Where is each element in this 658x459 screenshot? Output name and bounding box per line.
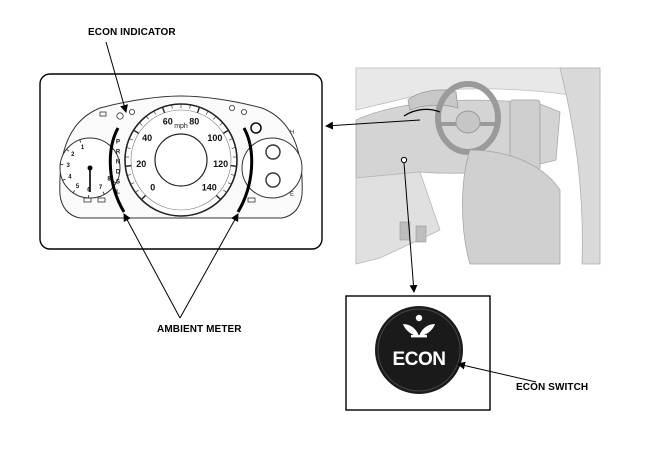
speedometer-tick-label: 100 bbox=[207, 133, 222, 143]
gear-letter: P bbox=[116, 140, 120, 146]
econ-switch-location-marker bbox=[401, 157, 406, 162]
econ-switch-label: ECON bbox=[393, 349, 446, 370]
speedometer: 0 20 40 60 80 100 120 140 mph bbox=[125, 104, 237, 216]
speedometer-tick-label: 120 bbox=[213, 159, 228, 169]
tachometer-hub bbox=[88, 166, 93, 171]
speedometer-tick-label: 0 bbox=[150, 183, 155, 193]
speedometer-center-display bbox=[155, 134, 207, 186]
pedal bbox=[416, 226, 426, 242]
fuel-gauge-knob bbox=[266, 145, 280, 159]
econ-switch-callout: ECON SWITCH bbox=[516, 382, 588, 393]
warning-lamp-ring bbox=[251, 123, 261, 133]
gear-letter: N bbox=[116, 160, 120, 166]
econ-switch-panel: ECON bbox=[346, 296, 490, 410]
speedometer-tick-label: 60 bbox=[163, 117, 173, 127]
speedometer-tick-label: 80 bbox=[189, 117, 199, 127]
gear-letter: S bbox=[116, 180, 120, 186]
gear-letter: R bbox=[116, 150, 121, 156]
vehicle-interior-illustration bbox=[356, 68, 600, 264]
gauge-mark-e: E bbox=[290, 192, 294, 198]
speedometer-major-tick bbox=[231, 166, 237, 167]
temp-gauge-knob bbox=[266, 173, 280, 187]
steering-hub bbox=[456, 111, 480, 133]
speedometer-tick-label: 40 bbox=[142, 133, 152, 143]
speedometer-tick-label: 140 bbox=[202, 183, 217, 193]
gauge-mark-h: H bbox=[290, 130, 294, 136]
ambient-meter-callout: AMBIENT METER bbox=[157, 324, 242, 335]
econ-indicator-callout: ECON INDICATOR bbox=[88, 27, 176, 38]
gear-letter: D bbox=[116, 170, 121, 176]
speedometer-major-tick bbox=[125, 166, 131, 167]
speedometer-unit: mph bbox=[174, 123, 188, 130]
speedometer-tick-label: 20 bbox=[136, 159, 146, 169]
